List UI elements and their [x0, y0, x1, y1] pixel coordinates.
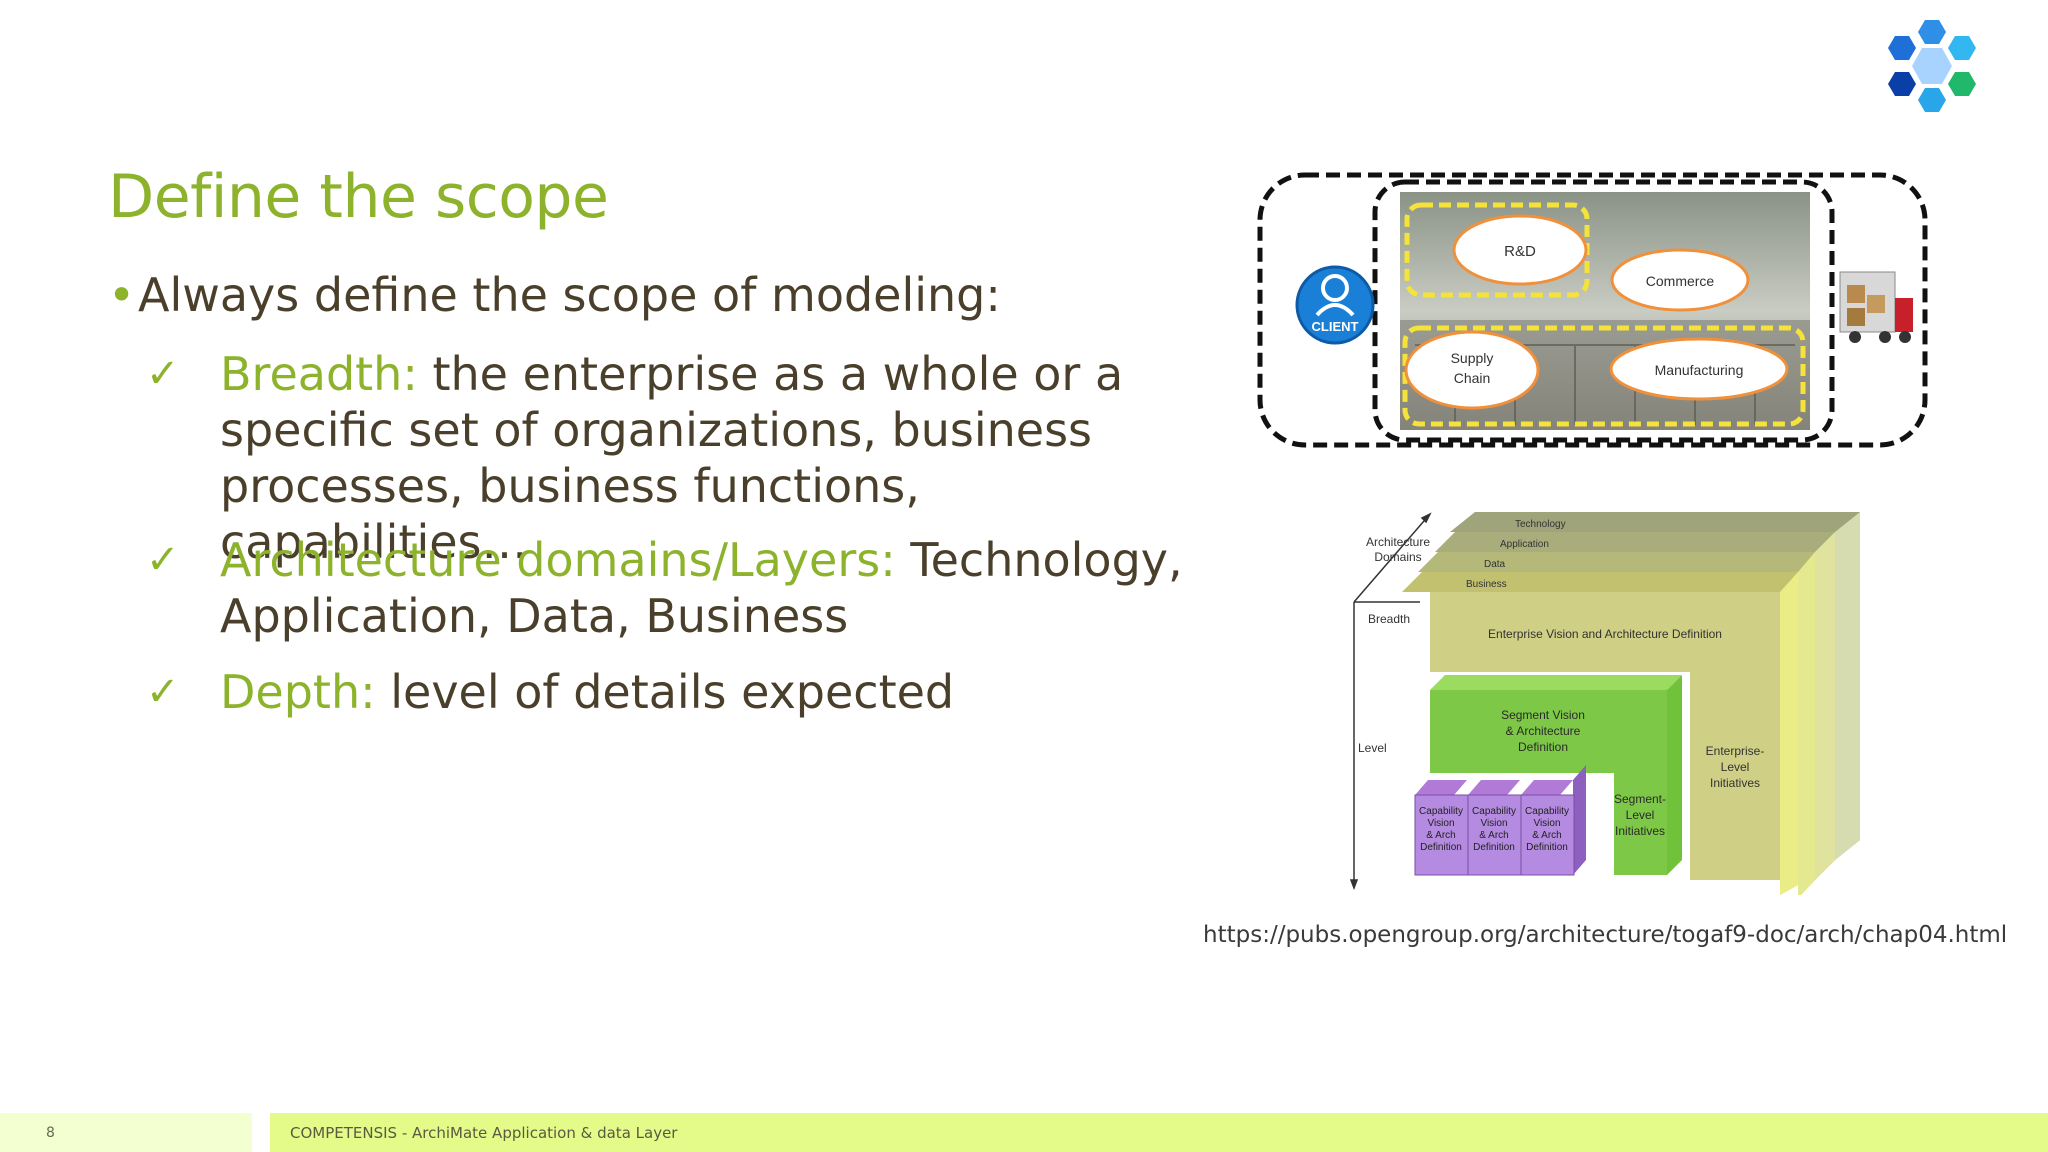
footer-page-area: [0, 1113, 252, 1152]
level-label: Level: [1358, 741, 1387, 755]
svg-text:& Arch: & Arch: [1426, 830, 1455, 841]
svg-text:Segment Vision: Segment Vision: [1501, 708, 1585, 722]
svg-text:Vision: Vision: [1480, 818, 1507, 829]
item-text: level of details expected: [375, 665, 955, 719]
svg-text:Initiatives: Initiatives: [1615, 824, 1665, 838]
svg-text:Data: Data: [1484, 559, 1506, 570]
scope-figure: R&D Commerce Supply Chain Manufacturing …: [1257, 172, 1928, 448]
oval-rnd: R&D: [1452, 214, 1588, 286]
svg-text:Enterprise-: Enterprise-: [1706, 744, 1765, 758]
svg-text:Level: Level: [1626, 808, 1655, 822]
svg-text:Chain: Chain: [1454, 370, 1491, 386]
svg-text:Technology: Technology: [1515, 519, 1566, 530]
checkmark-icon: ✓: [146, 537, 180, 583]
bullet-dot-icon: •: [108, 268, 136, 322]
svg-text:& Arch: & Arch: [1479, 830, 1508, 841]
svg-text:Definition: Definition: [1518, 740, 1568, 754]
oval-manufacturing: Manufacturing: [1609, 337, 1789, 401]
svg-text:Vision: Vision: [1533, 818, 1560, 829]
svg-text:Initiatives: Initiatives: [1710, 776, 1760, 790]
capability-block: Capability Vision & Arch Definition: [1414, 780, 1469, 876]
svg-text:Definition: Definition: [1420, 842, 1462, 853]
svg-text:Business: Business: [1466, 579, 1507, 590]
footer-text: COMPETENSIS - ArchiMate Application & da…: [290, 1124, 678, 1142]
main-bullet-text: Always define the scope of modeling:: [138, 268, 1001, 322]
layer-data: Data: [1418, 552, 1815, 895]
item-keyword: Architecture domains/Layers:: [220, 533, 896, 587]
capability-block: Capability Vision & Arch Definition: [1467, 780, 1522, 876]
item-text: the enterprise as a whole or a specific …: [220, 347, 1124, 569]
item-keyword: Depth:: [220, 665, 376, 719]
enterprise-initiatives-block: Enterprise- Level Initiatives: [1690, 672, 1780, 880]
svg-text:Domains: Domains: [1374, 550, 1421, 564]
inner-scope-boundary: [1372, 179, 1835, 443]
checkmark-icon: ✓: [146, 669, 180, 715]
enterprise-vision-block: Enterprise Vision and Architecture Defin…: [1430, 592, 1780, 672]
svg-text:Definition: Definition: [1526, 842, 1568, 853]
truck-icon: [1839, 271, 1913, 343]
svg-text:& Architecture: & Architecture: [1506, 724, 1581, 738]
hexagon-logo-icon: [1888, 20, 1976, 112]
outer-scope-boundary: [1257, 172, 1928, 448]
svg-text:Supply: Supply: [1451, 350, 1494, 366]
item-keyword: Breadth:: [220, 347, 418, 401]
svg-text:Commerce: Commerce: [1646, 273, 1715, 289]
togaf-levels-figure: Architecture Domains Breadth Level Techn…: [1350, 512, 1860, 895]
main-bullet: •Always define the scope of modeling:: [108, 268, 1001, 322]
svg-text:& Arch: & Arch: [1532, 830, 1561, 841]
capability-block: Capability Vision & Arch Definition: [1520, 765, 1586, 876]
svg-text:Vision: Vision: [1427, 818, 1454, 829]
oval-supply-chain: Supply Chain: [1404, 330, 1540, 410]
source-url[interactable]: https://pubs.opengroup.org/architecture/…: [1203, 922, 2008, 948]
layer-technology: Technology: [1450, 512, 1860, 860]
svg-text:Application: Application: [1500, 539, 1549, 550]
client-icon: CLIENT: [1295, 265, 1375, 345]
svg-text:Segment-: Segment-: [1614, 792, 1666, 806]
footer-bar: [270, 1113, 2048, 1152]
layer-application: Application: [1435, 532, 1835, 880]
breadth-label: Breadth: [1368, 612, 1410, 626]
segment-vision-block: Segment Vision & Architecture Definition: [1430, 675, 1682, 875]
svg-text:Capability: Capability: [1472, 806, 1516, 817]
segment-initiatives-block: Segment- Level Initiatives: [1614, 773, 1667, 875]
svg-text:CLIENT: CLIENT: [1312, 319, 1359, 334]
svg-text:Enterprise Vision and Architec: Enterprise Vision and Architecture Defin…: [1488, 627, 1722, 641]
svg-text:Manufacturing: Manufacturing: [1655, 362, 1744, 378]
svg-text:Definition: Definition: [1473, 842, 1515, 853]
oval-commerce: Commerce: [1610, 248, 1750, 312]
svg-text:Capability: Capability: [1525, 806, 1569, 817]
layer-business: Business: [1402, 572, 1798, 895]
axes: [1350, 512, 1432, 891]
svg-text:Level: Level: [1721, 760, 1750, 774]
item-text: Technology, Application, Data, Business: [220, 533, 1183, 643]
svg-text:R&D: R&D: [1504, 243, 1536, 260]
svg-text:Capability: Capability: [1419, 806, 1463, 817]
architecture-domains-label: Architecture: [1366, 535, 1430, 549]
slide-title: Define the scope: [108, 162, 609, 232]
checkmark-icon: ✓: [146, 351, 180, 397]
operations-scope: [1402, 325, 1806, 427]
page-number: 8: [46, 1125, 55, 1141]
